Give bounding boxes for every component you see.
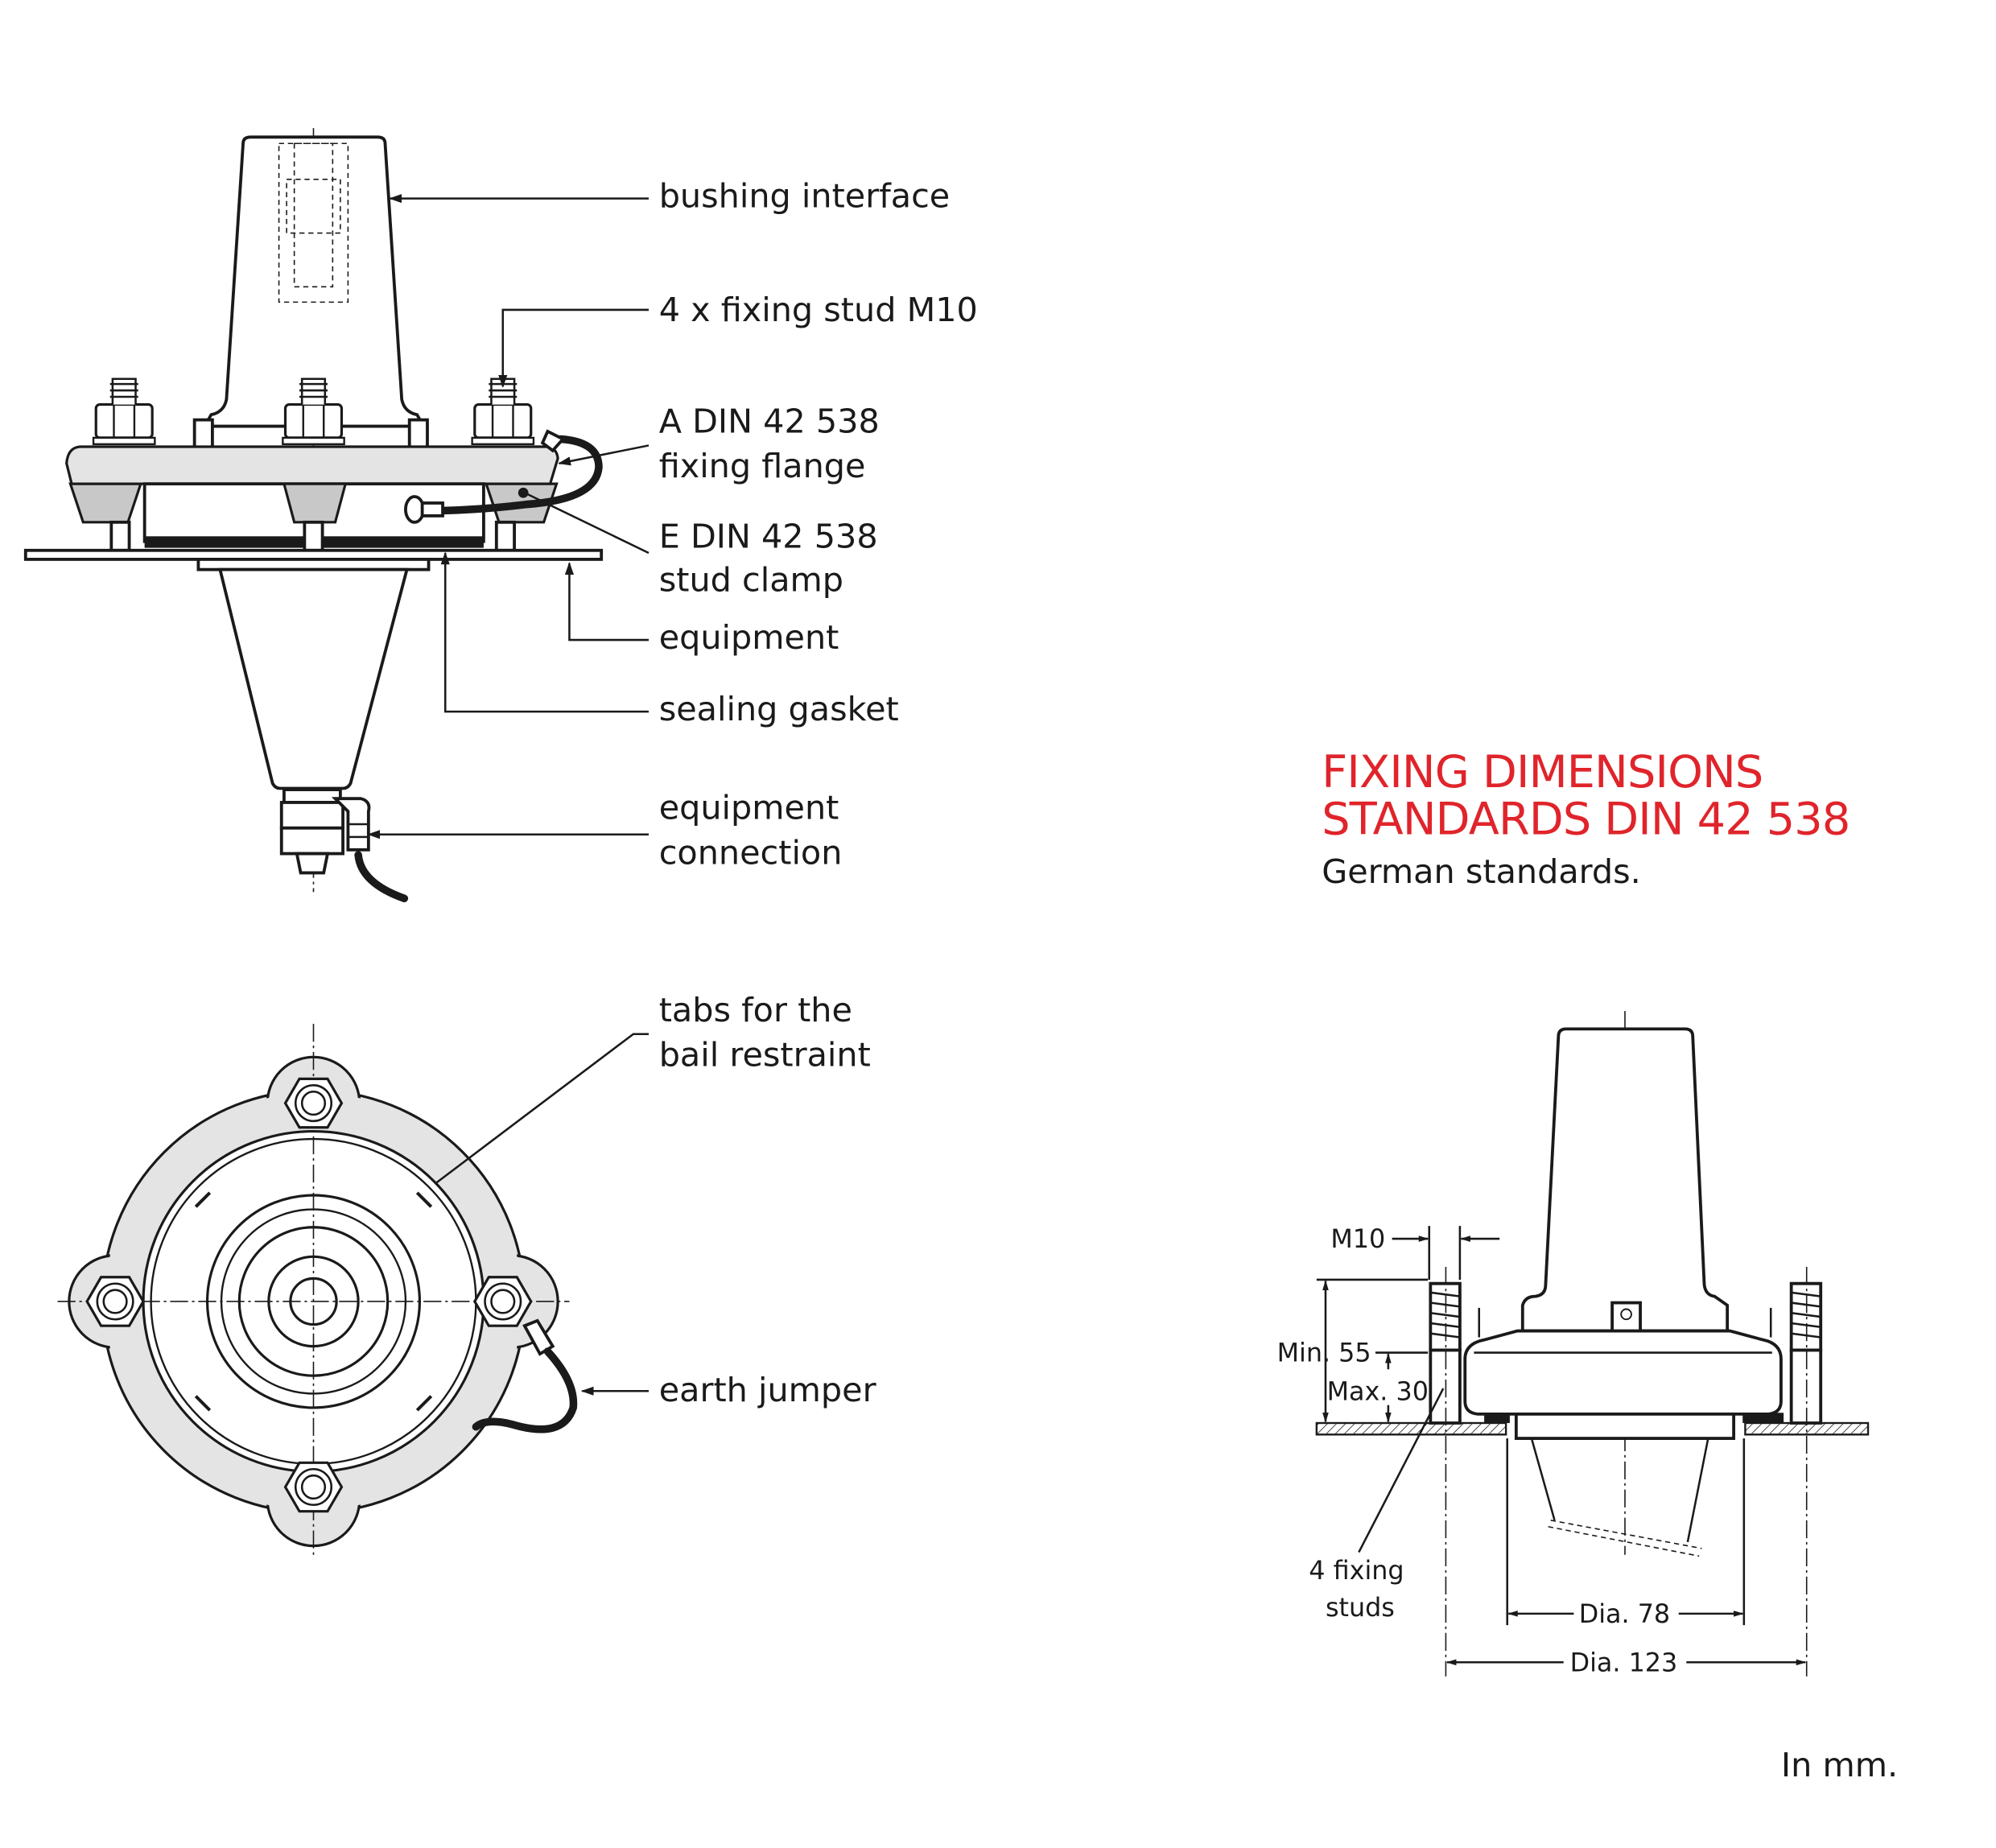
top-view-drawing xyxy=(57,1024,649,1555)
dimension-drawing xyxy=(1315,1011,1870,1677)
heading-line-1: FIXING DIMENSIONS xyxy=(1322,746,1763,798)
label-fixing-flange: fixing flange xyxy=(659,447,866,485)
heading-subtitle: German standards. xyxy=(1322,852,1641,891)
label-equipment-connection-1: equipment xyxy=(659,789,839,827)
label-fixing-stud: 4 x fixing stud M10 xyxy=(659,291,978,329)
label-sealing-gasket: sealing gasket xyxy=(659,690,899,728)
dim-min-55: Min. 55 xyxy=(1277,1339,1371,1368)
label-stud-clamp-standard: E DIN 42 538 xyxy=(659,518,878,556)
label-bushing-interface: bushing interface xyxy=(659,177,951,216)
bushing-cone xyxy=(218,567,410,790)
label-stud-clamp: stud clamp xyxy=(659,561,843,600)
dim-dia-123: Dia. 123 xyxy=(1570,1648,1678,1677)
dim-m10: M10 xyxy=(1330,1224,1385,1254)
label-fixing-flange-standard: A DIN 42 538 xyxy=(659,402,880,441)
label-tabs-1: tabs for the xyxy=(659,991,852,1029)
earth-jumper xyxy=(472,1318,578,1433)
label-fixing-studs-2: studs xyxy=(1326,1593,1395,1623)
label-earth-jumper: earth jumper xyxy=(659,1371,876,1409)
units-note: In mm. xyxy=(1781,1746,1898,1784)
bushing-body-dim xyxy=(1520,1027,1730,1333)
heading-line-2: STANDARDS DIN 42 538 xyxy=(1322,794,1850,846)
label-fixing-studs-1: 4 fixing xyxy=(1309,1556,1404,1586)
earth-cable xyxy=(404,429,603,524)
label-equipment: equipment xyxy=(659,618,839,657)
dim-dia-78: Dia. 78 xyxy=(1579,1599,1670,1629)
equipment-connection xyxy=(279,788,409,902)
side-view-drawing xyxy=(23,128,650,902)
fixing-studs xyxy=(92,377,535,446)
label-tabs-2: bail restraint xyxy=(659,1035,871,1074)
bail-restraint-tabs xyxy=(194,1191,433,1412)
label-equipment-connection-2: connection xyxy=(659,833,843,872)
fixing-flange xyxy=(65,445,559,485)
bushing-body xyxy=(202,135,427,428)
dim-max-30: Max. 30 xyxy=(1327,1376,1429,1406)
flange-dim xyxy=(1463,1329,1783,1416)
